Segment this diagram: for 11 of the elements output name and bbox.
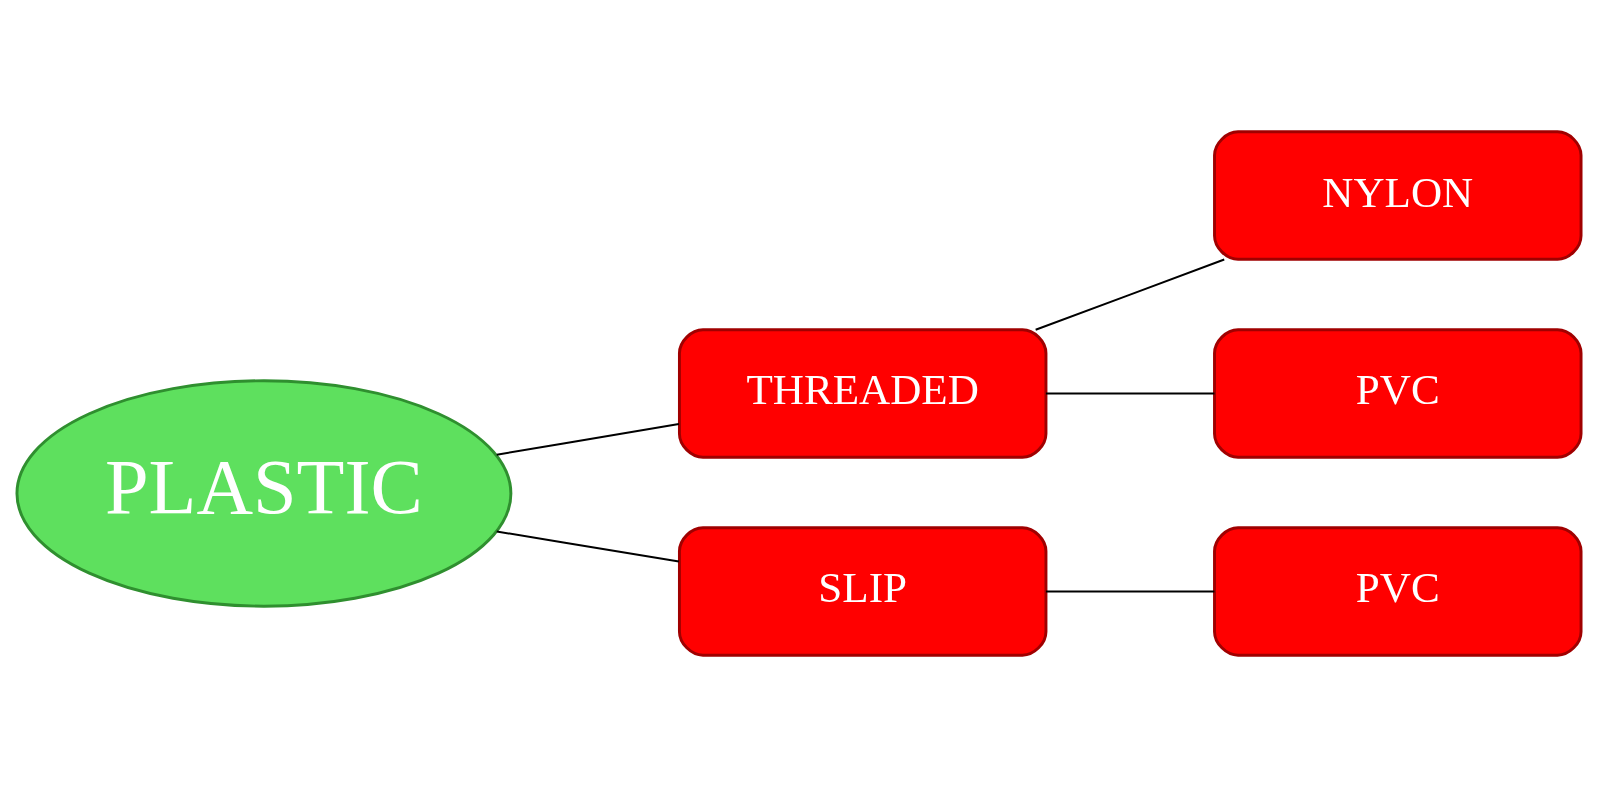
node-box: SLIP [677,525,1048,657]
connector [495,530,680,562]
node-box: PVC [1213,327,1583,459]
node-box: THREADED [677,327,1048,459]
connector [1034,258,1226,331]
node-ellipse: PLASTIC [15,378,513,608]
connector [1045,392,1216,394]
connector [1045,590,1216,592]
node-box: NYLON [1213,129,1583,261]
connector [495,422,680,456]
node-box: PVC [1213,525,1583,657]
